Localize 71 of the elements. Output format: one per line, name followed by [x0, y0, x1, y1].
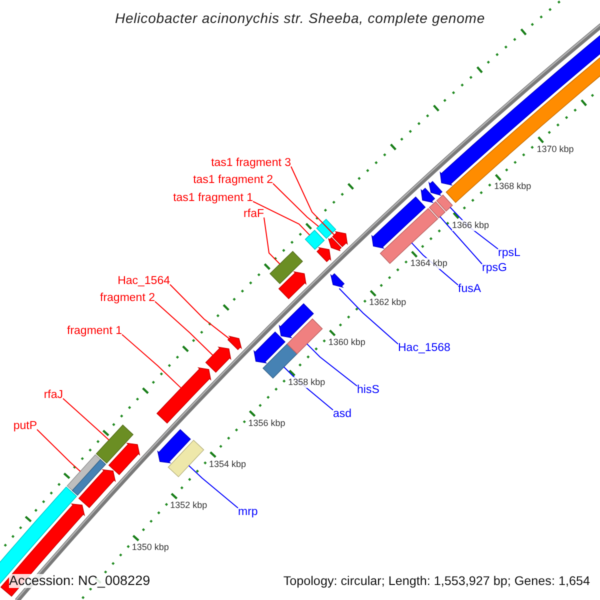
gene-block — [428, 201, 446, 218]
gene-block — [96, 424, 134, 464]
pointed-gene-bar — [278, 271, 306, 300]
pointed-gene-bar — [371, 196, 426, 249]
leader-line — [338, 288, 398, 344]
gene-block — [72, 459, 106, 496]
gene-label: mrp — [238, 505, 258, 519]
leader-line — [306, 343, 358, 386]
pointed-gene-bar — [330, 273, 345, 288]
tick-label: 1358 kbp — [288, 377, 326, 388]
gene-label: Hac_1568 — [398, 341, 450, 355]
gene-label: putP — [13, 419, 37, 433]
gene-label: hisS — [357, 383, 380, 397]
pointed-gene-bar — [328, 237, 342, 252]
pointed-gene-bar — [157, 429, 191, 464]
pointed-gene-bar — [78, 469, 116, 508]
leader-line — [290, 166, 335, 236]
gene-label: asd — [333, 407, 352, 421]
tick-label: 1360 kbp — [328, 336, 366, 348]
pointed-gene-bar — [156, 367, 212, 424]
tick-label: 1362 kbp — [369, 297, 406, 308]
tick-label: 1366 kbp — [452, 220, 490, 231]
pointed-gene-bar — [227, 336, 242, 350]
tick-label: 1364 kbp — [410, 258, 448, 270]
tick-label: 1370 kbp — [536, 144, 574, 155]
gene-label: tas1 fragment 1 — [173, 191, 253, 205]
footer-text: Topology: circular; Length: 1,553,927 bp; Genes: 1,654 — [283, 574, 590, 588]
leader-line — [440, 216, 482, 264]
leader-line — [188, 465, 238, 508]
gene-block — [66, 454, 101, 492]
tick-label: 1354 kbp — [208, 458, 246, 470]
gene-label: tas1 fragment 2 — [193, 173, 273, 187]
gene-label: fusA — [458, 282, 482, 296]
gene-block — [304, 230, 325, 250]
tick-label: 1356 kbp — [248, 418, 286, 429]
footer-text: Accession: NC_008229 — [9, 574, 150, 588]
tick-label: 1368 kbp — [494, 181, 532, 192]
tick-label: 1352 kbp — [170, 500, 208, 512]
gene-label: fragment 2 — [100, 291, 155, 305]
pointed-gene-bar — [428, 181, 442, 196]
pointed-gene-bar — [420, 188, 436, 203]
tick-label: 1350 kbp — [132, 542, 169, 554]
pointed-gene-bar — [205, 346, 232, 373]
leader-line — [272, 183, 320, 227]
leader-line — [264, 217, 280, 265]
gene-label: tas1 fragment 3 — [211, 156, 291, 170]
leader-line — [252, 201, 310, 236]
title: Helicobacter acinonychis str. Sheeba, complete genome — [114, 11, 486, 25]
pointed-gene-bar — [254, 331, 286, 364]
gene-label: rfaJ — [44, 388, 63, 402]
leader-line — [122, 334, 182, 389]
pointed-gene-bar — [332, 231, 348, 248]
gene-block — [262, 343, 298, 379]
leader-line — [62, 398, 110, 441]
pointed-gene-bar — [316, 247, 332, 262]
gene-block — [168, 440, 204, 478]
gene-block — [270, 250, 303, 284]
gene-label: rfaF — [244, 207, 264, 221]
gene-label: Hac_1564 — [118, 274, 170, 288]
leader-line — [170, 284, 230, 340]
gene-block — [286, 318, 323, 354]
leader-line — [154, 301, 214, 356]
gene-block — [0, 486, 78, 586]
gene-label: rpsG — [482, 261, 507, 275]
pointed-gene-bar — [108, 442, 140, 476]
leader-line — [36, 429, 81, 472]
gene-block — [436, 194, 453, 212]
gene-label: fragment 1 — [67, 324, 122, 338]
gene-label: rpsL — [498, 246, 520, 260]
gene-block — [316, 218, 336, 239]
pointed-gene-bar — [278, 303, 314, 338]
